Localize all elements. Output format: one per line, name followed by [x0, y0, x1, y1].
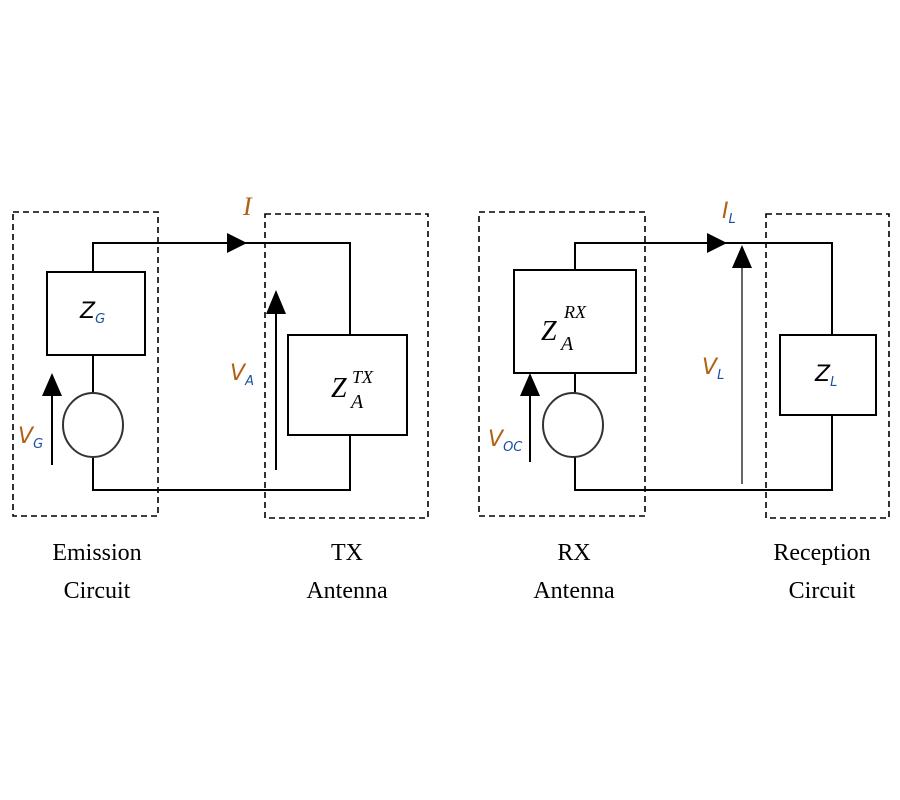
za-tx-sup: TX	[352, 367, 374, 387]
rx-bottom-wire	[574, 415, 833, 491]
va-label: VA	[230, 361, 254, 389]
current-il-arrowhead-icon	[707, 233, 727, 253]
emission-label-line2: Circuit	[64, 578, 131, 604]
load-impedance-box	[779, 334, 877, 416]
za-rx-main: Z	[541, 316, 557, 347]
voc-label: VOC	[488, 427, 523, 455]
current-i-label: I	[242, 192, 253, 221]
rx-antenna-label-line1: RX	[557, 540, 590, 566]
vg-arrowhead-icon	[42, 373, 62, 396]
tx-antenna-impedance-box	[287, 334, 408, 436]
reception-label-line1: Reception	[773, 540, 870, 566]
voltage-source-icon	[62, 392, 124, 458]
za-rx-sup: RX	[563, 302, 587, 322]
emission-label-line1: Emission	[52, 540, 141, 566]
zl-label: ZL	[814, 362, 837, 390]
voc-arrowhead-icon	[520, 373, 540, 396]
reception-label-line2: Circuit	[789, 578, 856, 604]
tx-top-wire	[92, 242, 351, 335]
rx-antenna-impedance-box	[513, 269, 637, 374]
current-i-arrowhead-icon	[227, 233, 247, 253]
va-arrowhead-icon	[266, 290, 286, 314]
current-il-label: IL	[722, 199, 736, 227]
emission-circuit-boundary	[12, 211, 159, 517]
vl-arrowhead-icon	[732, 245, 752, 268]
open-circuit-source-icon	[542, 392, 604, 458]
tx-bottom-wire	[92, 435, 351, 491]
za-tx-sub: A	[349, 391, 364, 413]
vl-label: VL	[702, 355, 724, 383]
generator-impedance-box	[46, 271, 146, 356]
za-rx-sub: A	[559, 333, 574, 355]
rx-antenna-label-line2: Antenna	[533, 578, 615, 604]
vg-label: VG	[18, 424, 43, 452]
reception-circuit-boundary	[765, 213, 890, 519]
rx-top-wire	[574, 242, 833, 335]
rx-antenna-boundary	[478, 211, 646, 517]
tx-antenna-label-line1: TX	[331, 540, 363, 566]
tx-antenna-label-line2: Antenna	[306, 578, 388, 604]
zg-label: ZG	[79, 299, 105, 327]
tx-antenna-boundary	[264, 213, 429, 519]
za-tx-main: Z	[331, 373, 347, 404]
